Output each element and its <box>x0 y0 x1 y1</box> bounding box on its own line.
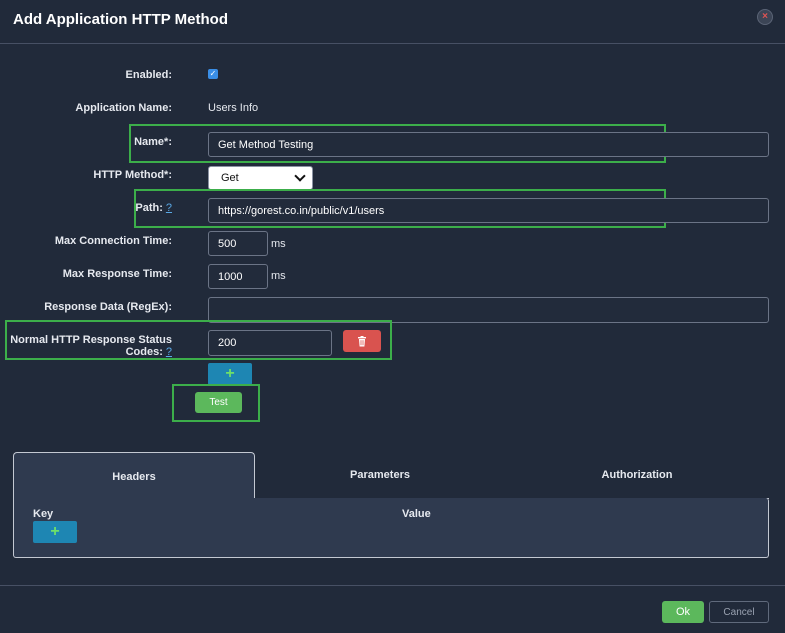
enabled-checkbox[interactable]: ✓ <box>208 69 218 79</box>
status-code-input[interactable]: 200 <box>208 330 332 356</box>
status-codes-label: Normal HTTP Response Status Codes:? <box>0 334 172 358</box>
status-codes-highlight-box <box>5 320 392 360</box>
path-label-text: Path: <box>135 202 163 214</box>
tab-headers[interactable]: Headers <box>13 452 255 500</box>
close-button[interactable]: × <box>757 9 773 25</box>
path-input[interactable]: https://gorest.co.in/public/v1/users <box>208 198 769 223</box>
path-label: Path:? <box>135 202 172 214</box>
status-codes-help-link[interactable]: ? <box>165 346 172 358</box>
max-connection-time-label: Max Connection Time: <box>54 235 172 247</box>
delete-status-code-button[interactable] <box>343 330 381 352</box>
plus-icon: + <box>50 523 60 540</box>
dialog-title: Add Application HTTP Method <box>13 11 228 28</box>
ok-button[interactable]: Ok <box>662 601 704 623</box>
application-name-value: Users Info <box>208 102 259 114</box>
plus-icon: + <box>225 365 235 382</box>
headers-panel <box>13 498 769 558</box>
http-method-label: HTTP Method*: <box>93 169 172 181</box>
trash-icon <box>358 335 366 346</box>
test-highlight-box <box>172 384 260 422</box>
response-data-label: Response Data (RegEx): <box>44 301 172 313</box>
name-label: Name*: <box>134 136 172 148</box>
max-connection-time-unit: ms <box>271 238 286 250</box>
test-button[interactable]: Test <box>195 392 242 413</box>
max-response-time-input[interactable]: 1000 <box>208 264 268 289</box>
application-name-label: Application Name: <box>75 102 172 114</box>
add-status-code-button[interactable]: + <box>208 363 252 385</box>
cancel-button[interactable]: Cancel <box>709 601 769 623</box>
http-method-select[interactable]: Get <box>208 166 313 190</box>
chevron-down-icon <box>294 170 306 182</box>
checkmark-icon: ✓ <box>209 69 217 78</box>
close-icon: × <box>762 11 768 22</box>
status-codes-label-text: Normal HTTP Response Status Codes: <box>10 334 172 358</box>
tab-authorization[interactable]: Authorization <box>601 468 673 481</box>
header-divider <box>0 43 785 44</box>
enabled-label: Enabled: <box>125 69 172 81</box>
name-input[interactable]: Get Method Testing <box>208 132 769 157</box>
response-data-input[interactable] <box>208 297 769 323</box>
headers-value-column: Value <box>402 508 431 520</box>
http-method-value: Get <box>221 172 239 184</box>
headers-key-column: Key <box>33 508 54 520</box>
max-response-time-label: Max Response Time: <box>62 268 172 280</box>
tab-parameters[interactable]: Parameters <box>350 468 410 481</box>
max-response-time-unit: ms <box>271 270 286 282</box>
max-connection-time-input[interactable]: 500 <box>208 231 268 256</box>
path-help-link[interactable]: ? <box>165 202 172 214</box>
add-header-button[interactable]: + <box>33 521 77 543</box>
footer-divider <box>0 585 785 586</box>
